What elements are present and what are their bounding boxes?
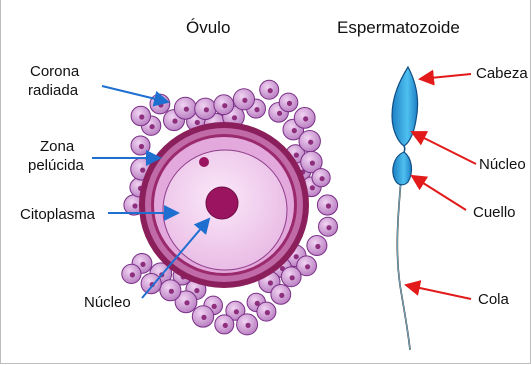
corona-cell-nucleus — [308, 140, 313, 145]
label-cola: Cola — [478, 291, 510, 308]
corona-cell-nucleus — [292, 128, 297, 133]
arrow-cabeza — [420, 74, 471, 79]
corona-cell-nucleus — [201, 315, 206, 320]
corona-cell-nucleus — [204, 107, 209, 112]
ovulo-title: Óvulo — [186, 18, 230, 37]
corona-cell-nucleus — [294, 153, 299, 158]
corona-cell-nucleus — [320, 176, 325, 181]
corona-cell-nucleus — [268, 88, 273, 93]
sperm-tail-highlight — [397, 180, 410, 350]
corona-cell-nucleus — [326, 225, 331, 230]
sperm-midpiece — [393, 152, 412, 185]
corona-cell-nucleus — [294, 254, 299, 259]
label-citoplasma: Citoplasma — [20, 206, 96, 223]
espermatozoide — [392, 67, 418, 350]
corona-cell-nucleus — [184, 300, 189, 305]
label-zona: Zona — [40, 138, 75, 155]
corona-cell-nucleus — [158, 102, 163, 107]
corona-cell-nucleus — [140, 168, 145, 173]
corona-cell-nucleus — [246, 323, 251, 328]
sperm-head — [392, 67, 418, 146]
corona-cell-nucleus — [242, 98, 247, 103]
corona-cell-nucleus — [315, 244, 320, 249]
corona-cell-nucleus — [234, 309, 239, 314]
arrow-cuello — [412, 176, 466, 210]
corona-cell-nucleus — [139, 114, 144, 119]
corona-cell-nucleus — [310, 161, 315, 166]
corona-cell-nucleus — [150, 124, 155, 129]
label-pelucida: pelúcida — [28, 157, 85, 174]
corona-cell-nucleus — [195, 120, 200, 125]
corona-cell-nucleus — [132, 203, 137, 208]
label-cabeza: Cabeza — [476, 65, 528, 82]
corona-cell-nucleus — [194, 288, 199, 293]
ovum-body — [139, 122, 309, 288]
corona-cell-nucleus — [222, 103, 227, 108]
arrow-cola — [406, 285, 471, 299]
corona-cell-nucleus — [254, 107, 259, 112]
corona-cell-nucleus — [268, 280, 273, 285]
corona-cell-nucleus — [140, 262, 145, 267]
corona-cell-nucleus — [310, 185, 315, 190]
label-nucleo-esperm: Núcleo — [479, 156, 526, 173]
corona-cell-nucleus — [232, 115, 237, 120]
label-corona: Corona — [30, 63, 80, 80]
corona-cell-nucleus — [184, 107, 189, 112]
espermatozoide-title: Espermatozoide — [337, 18, 460, 37]
label-cuello: Cuello — [473, 204, 516, 221]
corona-cell-nucleus — [287, 101, 292, 106]
corona-cell-nucleus — [265, 310, 270, 315]
corona-cell-nucleus — [223, 323, 228, 328]
corona-cell-nucleus — [130, 272, 135, 277]
corona-cell-nucleus — [172, 119, 177, 124]
label-nucleo-ovulo: Núcleo — [84, 294, 131, 311]
corona-cell-nucleus — [290, 275, 295, 280]
corona-cell-nucleus — [277, 111, 282, 116]
corona-cell-nucleus — [212, 304, 217, 309]
corona-cell-nucleus — [139, 144, 144, 149]
arrow-nucleo-esperm — [412, 132, 476, 164]
corona-cell-nucleus — [169, 289, 174, 294]
label-radiada: radiada — [28, 82, 79, 99]
polar-body — [199, 157, 209, 167]
corona-cell-nucleus — [279, 293, 284, 298]
nucleo-ovulo — [206, 187, 238, 219]
corona-cell-nucleus — [326, 203, 331, 208]
corona-cell-nucleus — [305, 264, 310, 269]
sperm-neck — [404, 146, 405, 152]
corona-cell-nucleus — [303, 116, 308, 121]
